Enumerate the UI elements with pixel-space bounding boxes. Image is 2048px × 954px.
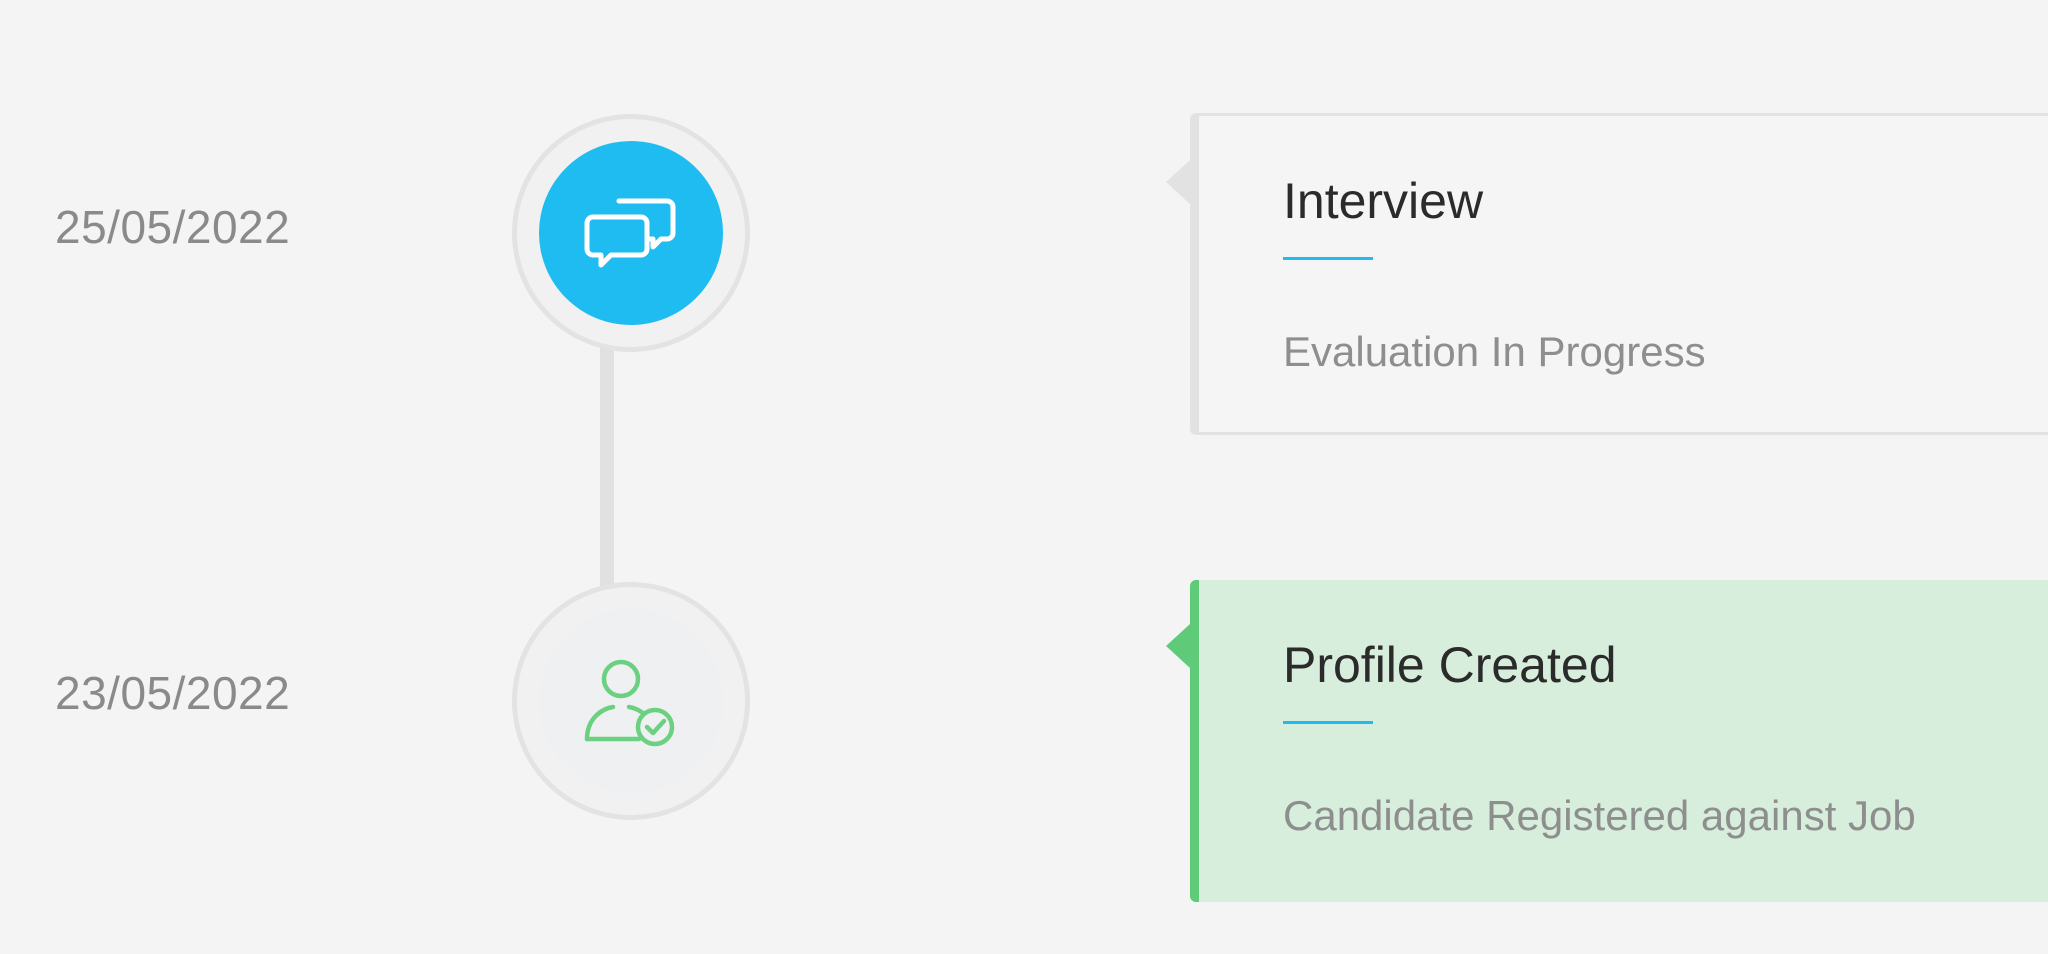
event-title: Profile Created	[1283, 637, 1617, 693]
event-date: 23/05/2022	[55, 667, 291, 719]
title-underline	[1283, 721, 1373, 724]
chat-bubbles-icon	[584, 198, 676, 268]
timeline-node-profile-created	[512, 582, 750, 820]
event-description: Evaluation In Progress	[1283, 328, 1706, 375]
event-title: Interview	[1283, 173, 1484, 229]
user-check-icon	[584, 659, 675, 747]
card-pointer	[1166, 624, 1190, 668]
timeline-connector	[600, 340, 614, 600]
node-completed-circle	[539, 609, 723, 793]
event-description: Candidate Registered against Job	[1283, 792, 1916, 839]
node-active-circle	[539, 141, 723, 325]
event-card-interview[interactable]: Interview Evaluation In Progress	[1166, 113, 2048, 435]
event-card-profile-created[interactable]: Profile Created Candidate Registered aga…	[1166, 580, 2048, 902]
card-pointer	[1166, 160, 1190, 204]
timeline-node-interview	[512, 114, 750, 352]
event-date: 25/05/2022	[55, 201, 291, 253]
title-underline	[1283, 257, 1373, 260]
